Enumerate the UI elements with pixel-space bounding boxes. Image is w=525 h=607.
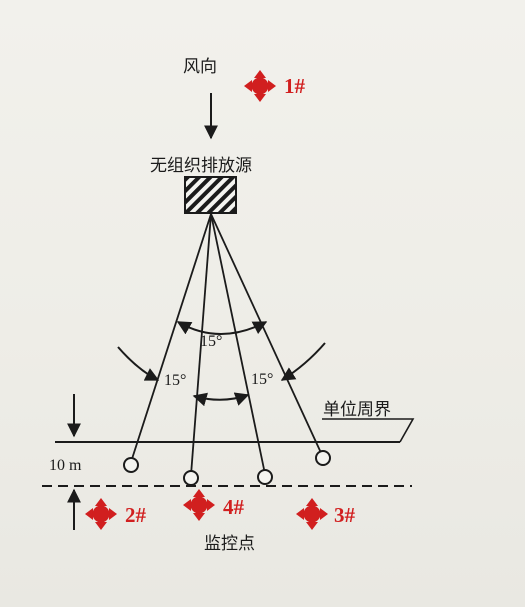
- angle-arc-middle: [192, 392, 250, 407]
- ray-1: [130, 213, 212, 463]
- monitor-point-circle: [183, 470, 199, 486]
- ray-3: [210, 213, 266, 475]
- angle-arc-top: [176, 321, 268, 335]
- marker-label-4: 4#: [223, 495, 244, 519]
- move-marker-icon-4: [183, 489, 215, 521]
- marker-label-1: 1#: [284, 74, 305, 98]
- distance-label: 10 m: [49, 457, 82, 474]
- marker-label-3: 3#: [334, 503, 355, 527]
- emission-source-box: [184, 176, 237, 214]
- ray-4: [210, 213, 323, 456]
- monitor-point-circle: [315, 450, 331, 466]
- marker-icons: [85, 70, 328, 530]
- monitor-point-circle: [123, 457, 139, 473]
- marker-label-2: 2#: [125, 503, 146, 527]
- boundary-label-leader: [322, 418, 415, 443]
- move-marker-icon-1: [244, 70, 276, 102]
- monitoring-points-label: 监控点: [204, 534, 255, 554]
- move-marker-icon-3: [296, 498, 328, 530]
- angle-arc-left: [117, 346, 160, 381]
- monitor-point-circle: [257, 469, 273, 485]
- move-marker-icon-2: [85, 498, 117, 530]
- angle-label-top: 15°: [200, 333, 223, 350]
- wind-direction-label: 风向: [183, 57, 217, 77]
- angle-arc-right: [280, 342, 326, 381]
- angle-label-right: 15°: [251, 371, 274, 388]
- boundary-label: 单位周界: [323, 400, 391, 420]
- ray-2: [190, 213, 212, 476]
- emission-source-label: 无组织排放源: [150, 156, 252, 176]
- angle-label-left: 15°: [164, 372, 187, 389]
